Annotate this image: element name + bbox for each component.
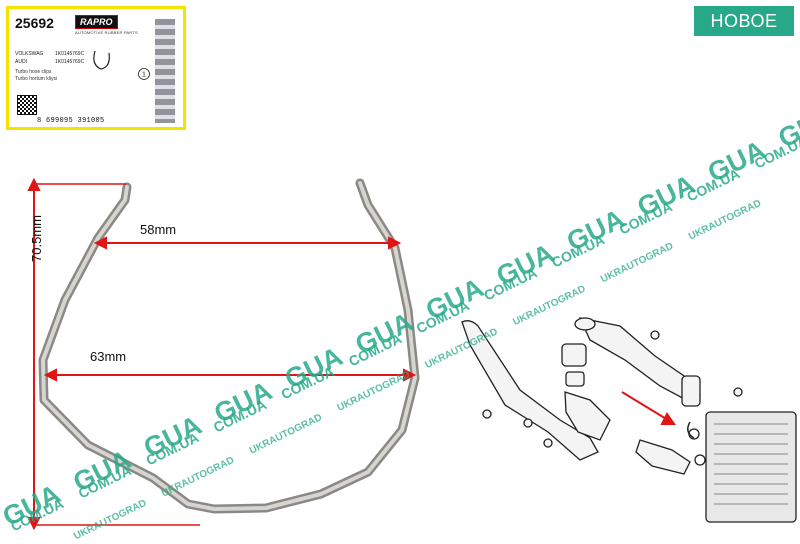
product-label: 25692 RAPRO AUTOMOTIVE RUBBER PARTS VOLK… xyxy=(6,6,186,130)
brand-subtitle: AUTOMOTIVE RUBBER PARTS xyxy=(75,30,138,35)
dim-height: 70.5mm xyxy=(29,215,44,262)
diagram-pointer-arrow xyxy=(621,391,676,425)
part-code: 25692 xyxy=(15,15,54,31)
brand-logo: RAPRO xyxy=(75,15,118,29)
compat-part-1: 1K0145769C xyxy=(55,51,85,57)
svg-text:1: 1 xyxy=(142,72,146,79)
dim-bottom-width: 63mm xyxy=(90,349,127,364)
compat-part-2: 1K0145769C xyxy=(55,59,85,65)
eac-mark-icon: 1 xyxy=(138,68,150,80)
dim-top-width: 58mm xyxy=(140,222,177,237)
compat-make-2: AUDI xyxy=(15,59,27,65)
diagram-clip-icon xyxy=(687,421,695,439)
qr-code-icon xyxy=(17,95,37,115)
product-illustration xyxy=(27,177,797,531)
new-badge: НОВОЕ xyxy=(694,6,794,36)
dimension-lines xyxy=(27,177,417,531)
desc-line-1: Turbo hose clips xyxy=(15,69,52,75)
clip-thumbnail-icon xyxy=(93,50,110,70)
compat-make-1: VOLKSWAG xyxy=(15,51,44,57)
barcode-strip xyxy=(155,19,175,123)
desc-line-2: Turbo hortum kliysi xyxy=(15,76,58,82)
barcode-number: 8 699095 391005 xyxy=(37,117,105,125)
assembly-diagram xyxy=(461,317,797,523)
turbo-hose-clip xyxy=(38,178,420,514)
